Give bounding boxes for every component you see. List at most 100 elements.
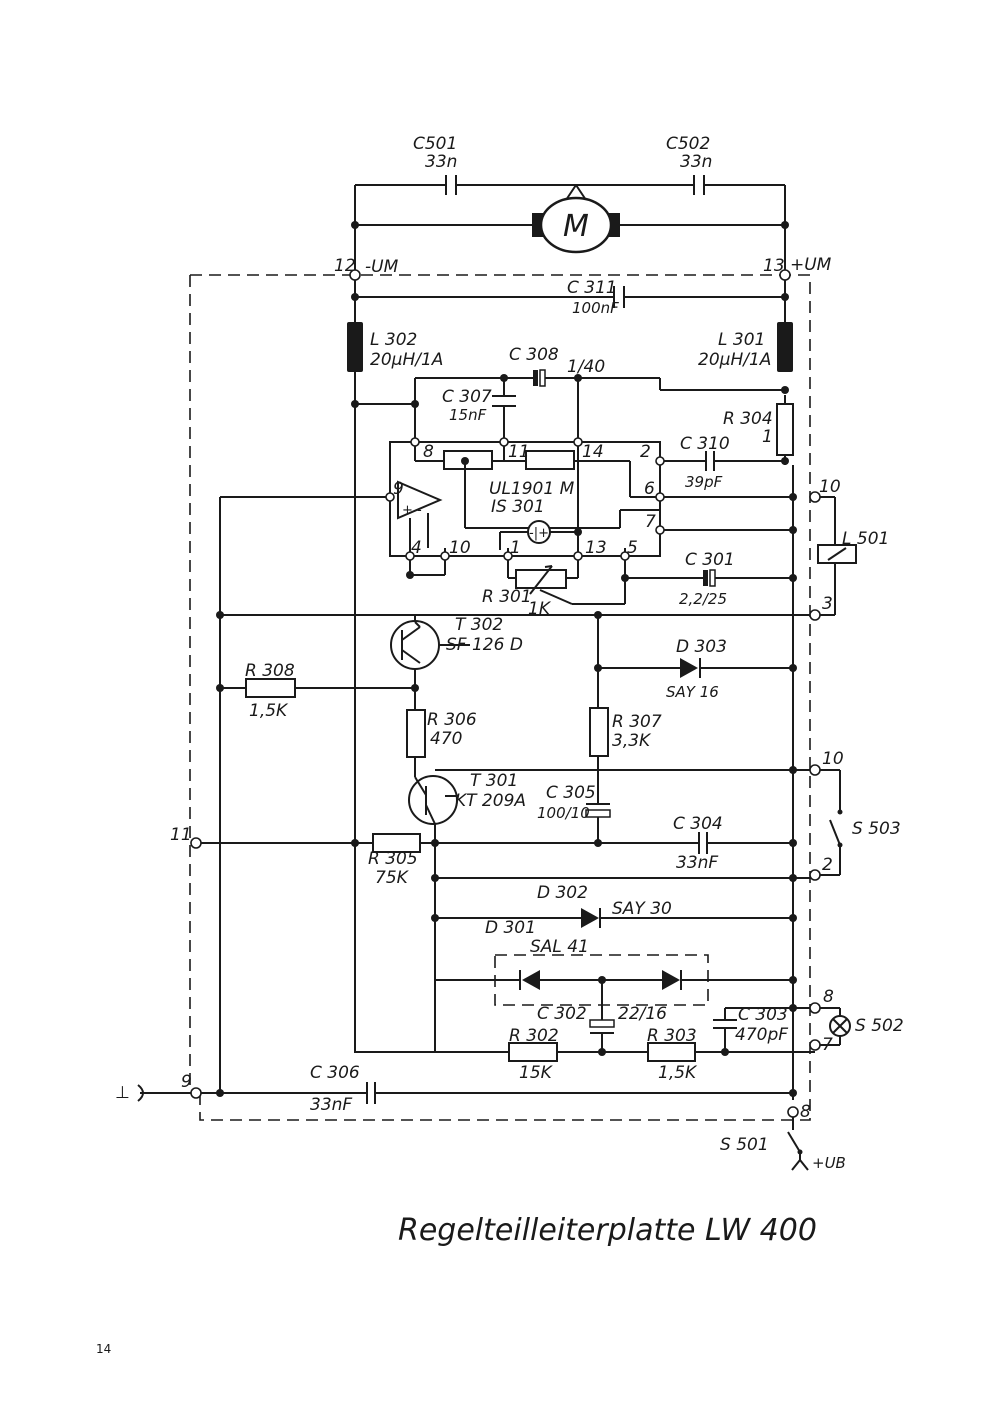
c308-value: 1/40	[567, 357, 605, 377]
c303-ref: C 303	[738, 1005, 788, 1025]
c307-value: 15nF	[449, 406, 487, 424]
c305-value: 100/10	[537, 804, 590, 822]
svg-text:-|+: -|+	[529, 526, 549, 541]
c310-symbol	[705, 451, 715, 471]
c310-section: C 310 39pF	[660, 434, 793, 531]
c306-value: 33nF	[310, 1095, 352, 1115]
d303-r307-section: D 303 SAY 16 R 307 3,3K	[589, 615, 793, 804]
s503-section: S 503	[815, 769, 901, 876]
ic-pin-5: 5	[627, 538, 638, 558]
ic-pin-13: 13	[585, 538, 607, 558]
c304-value: 33nF	[676, 853, 718, 873]
c310-value: 39pF	[685, 473, 723, 491]
ic-type: UL1901 M	[489, 479, 575, 499]
ic-pin-14: 14	[582, 442, 604, 462]
bottom-network: C 302 22/16 R 302 15K R 303 1,5K C 303 4…	[355, 1004, 815, 1083]
c502-symbol	[693, 175, 705, 195]
d302-ref: D 302	[537, 883, 588, 903]
c303-value: 470pF	[735, 1025, 788, 1045]
ic-pin-8: 8	[423, 442, 434, 462]
l501-section: L 501	[815, 496, 889, 616]
r305-c304-section: R 305 75K C 304 33nF	[201, 814, 793, 888]
motor-section: M C501 33n C502 33n	[355, 134, 785, 254]
board-outline	[189, 274, 811, 1121]
t302-section: T 302 SF 126 D R 308 1,5K R 306 470	[220, 615, 523, 777]
ic-pin-4: 4	[411, 538, 422, 558]
ic-pin-6: 6	[644, 479, 655, 499]
ic-pin-2: 2	[640, 442, 651, 462]
l501-ref: L 501	[842, 529, 889, 549]
l301-symbol	[777, 322, 793, 372]
c302-ref: C 302	[537, 1004, 587, 1024]
c302-symbol	[589, 1019, 615, 1034]
c304-ref: C 304	[673, 814, 723, 834]
s503-ref: S 503	[852, 819, 901, 839]
c308-ref: C 308	[509, 345, 559, 365]
l302-value: 20µH/1A	[370, 350, 443, 370]
c307-c308-section: C 307 15nF C 308 1/40	[355, 345, 785, 442]
s502-ref: S 502	[855, 1016, 904, 1036]
c311-ref: C 311	[567, 278, 617, 298]
c306-section: ⊥ C 306 33nF S 501 +UB	[115, 1063, 846, 1172]
supply-section: C 311 100nF L 302 20µH/1A L 301 20µH/1A …	[347, 255, 832, 372]
pin-10b: 10	[822, 749, 844, 769]
c307-symbol	[492, 395, 516, 407]
motor-label: M	[563, 209, 589, 244]
pin-2: 2	[822, 855, 833, 875]
r305-ref: R 305	[368, 849, 418, 869]
c501-ref: C501	[413, 134, 457, 154]
diode-section: D 302 SAY 30 D 301 SAL 41	[435, 877, 815, 1020]
s501-ref: S 501	[720, 1135, 769, 1155]
c501-symbol	[445, 175, 457, 195]
r308-value: 1,5K	[249, 701, 289, 721]
plus-supply-label: +UM	[790, 255, 832, 275]
pin-7: 7	[822, 1035, 833, 1055]
pin-10a: 10	[819, 477, 841, 497]
ub-label: +UB	[812, 1154, 846, 1172]
l302-ref: L 302	[370, 330, 417, 350]
page-number: 14	[96, 1342, 111, 1356]
r305-value: 75K	[375, 868, 410, 888]
c301-section: C 301 2,2/25	[625, 550, 793, 608]
pin-11: 11	[170, 825, 192, 845]
motor-symbol: M	[532, 196, 620, 254]
ic-pin-11: 11	[508, 442, 530, 462]
t301-value: KT 209A	[455, 791, 526, 811]
d303-value: SAY 16	[666, 683, 719, 701]
t301-section: T 301 KT 209A C 305 100/10	[408, 769, 815, 1052]
r303-ref: R 303	[647, 1026, 697, 1046]
r306-value: 470	[430, 729, 462, 749]
diagram-title: Regelteilleiterplatte LW 400	[398, 1213, 817, 1248]
s502-section: S 502	[815, 1007, 904, 1046]
c501-value: 33n	[425, 152, 457, 172]
pin-9: 9	[181, 1072, 192, 1092]
ground-symbol: ⊥	[115, 1083, 130, 1103]
r301-section: R 301 1K	[482, 565, 567, 619]
l301-value: 20µH/1A	[698, 350, 771, 370]
ic-pin-1: 1	[510, 538, 521, 558]
l302-symbol	[347, 322, 363, 372]
c311-value: 100nF	[572, 299, 619, 317]
c310-ref: C 310	[680, 434, 730, 454]
l301-ref: L 301	[718, 330, 765, 350]
pin-3: 3	[822, 594, 833, 614]
r302-value: 15K	[519, 1063, 554, 1083]
r302-ref: R 302	[509, 1026, 559, 1046]
c306-ref: C 306	[310, 1063, 360, 1083]
c311-symbol	[613, 286, 625, 308]
d302-value: SAY 30	[612, 899, 672, 919]
t301-ref: T 301	[470, 771, 518, 791]
ic-pin-7: 7	[645, 512, 656, 532]
r304-ref: R 304	[723, 409, 773, 429]
ic-ref: IS 301	[491, 497, 545, 517]
r303-value: 1,5K	[658, 1063, 698, 1083]
r307-ref: R 307	[612, 712, 662, 732]
minus-supply-label: -UM	[365, 257, 399, 277]
r308-ref: R 308	[245, 661, 295, 681]
r304-value: 1	[762, 427, 773, 447]
connector-pins: 12 13 10 3 10 2 8 7 9 8 11 8 11 14 2 6 9…	[170, 256, 844, 1122]
c307-ref: C 307	[442, 387, 492, 407]
c502-ref: C502	[666, 134, 710, 154]
pin-13: 13	[763, 256, 785, 276]
ic-pin-9: 9	[393, 479, 404, 499]
